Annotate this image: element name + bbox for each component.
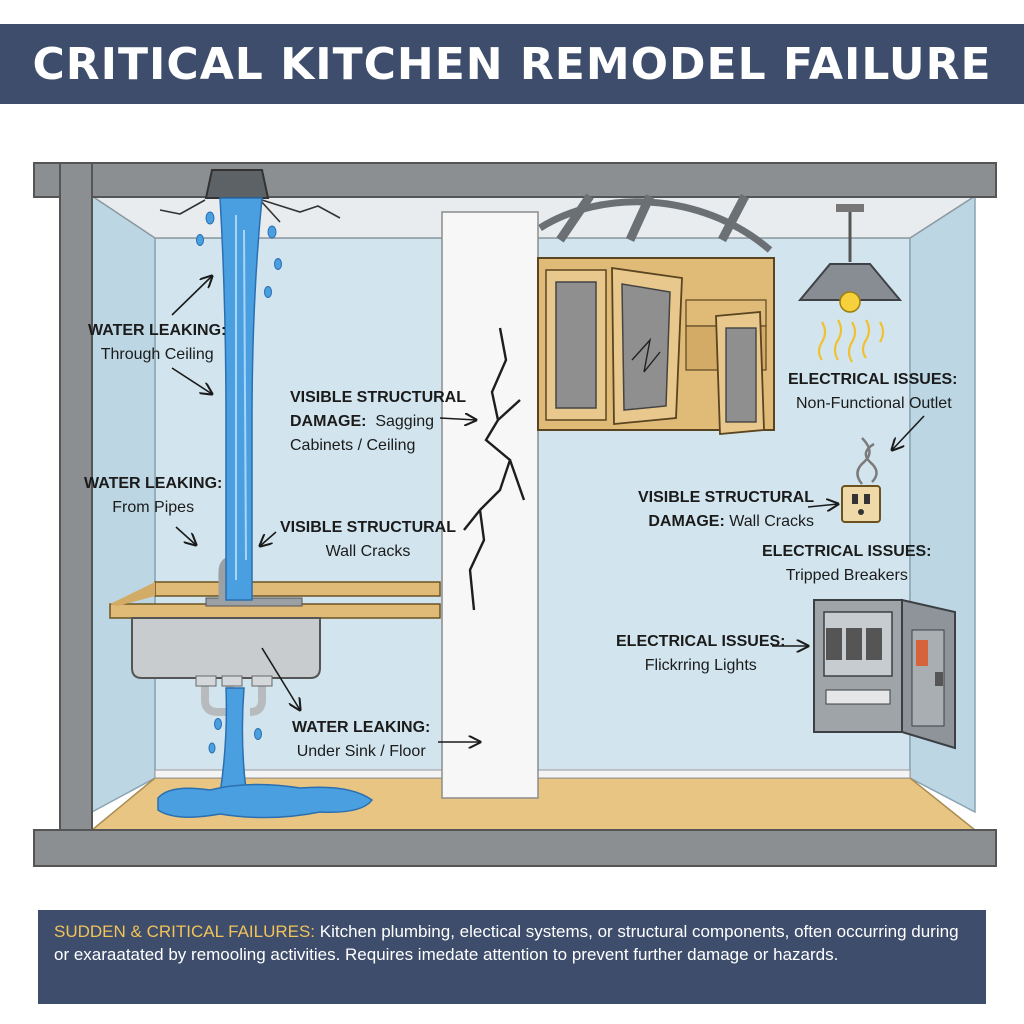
label-structural-wall-right: VISIBLE STRUCTURAL DAMAGE: Wall Cracks bbox=[638, 486, 814, 534]
summary-text: Kitchen plumbing, electical systems, or … bbox=[54, 922, 959, 964]
label-head: ELECTRICAL ISSUES: bbox=[788, 371, 958, 388]
label-water-pipes: WATER LEAKING: From Pipes bbox=[84, 472, 222, 520]
label-head: ELECTRICAL ISSUES: bbox=[616, 633, 786, 650]
label-text: Flickrring Lights bbox=[644, 657, 757, 674]
label-structural-sagging: VISIBLE STRUCTURAL DAMAGE: Sagging Cabin… bbox=[290, 386, 466, 458]
title-banner: CRITICAL KITCHEN REMODEL FAILURE bbox=[0, 24, 1024, 104]
column-crack bbox=[463, 327, 526, 611]
label-head: VISIBLE STRUCTURAL bbox=[290, 389, 466, 406]
counter-top bbox=[154, 581, 441, 597]
cracked-column bbox=[441, 211, 539, 799]
sink-basin bbox=[131, 617, 321, 679]
label-text: Tripped Breakers bbox=[785, 567, 908, 584]
ceiling-crack bbox=[159, 199, 341, 223]
water-puddle bbox=[157, 783, 374, 819]
smoke bbox=[856, 437, 878, 485]
label-head: VISIBLE STRUCTURAL bbox=[280, 519, 456, 536]
broken-joist bbox=[718, 193, 749, 243]
label-text: Under Sink / Floor bbox=[296, 743, 426, 760]
label-head: VISIBLE STRUCTURAL bbox=[638, 489, 814, 506]
label-head-2: DAMAGE: bbox=[648, 513, 725, 530]
label-text: Non-Functional Outlet bbox=[796, 395, 952, 412]
label-electrical-outlet: ELECTRICAL ISSUES: Non-Functional Outlet bbox=[788, 368, 958, 416]
water-stream bbox=[219, 197, 263, 601]
label-text: Sagging bbox=[375, 413, 435, 430]
callout-arrows bbox=[171, 276, 925, 742]
label-text: From Pipes bbox=[112, 499, 195, 516]
label-head-2: DAMAGE: bbox=[290, 413, 367, 430]
label-head: ELECTRICAL ISSUES: bbox=[762, 543, 932, 560]
label-text: Wall Cracks bbox=[325, 543, 411, 560]
page-title: CRITICAL KITCHEN REMODEL FAILURE bbox=[32, 38, 992, 90]
label-electrical-breakers: ELECTRICAL ISSUES: Tripped Breakers bbox=[762, 540, 932, 588]
water-drops bbox=[196, 211, 282, 754]
counter-front bbox=[109, 603, 441, 619]
label-text-2: Cabinets / Ceiling bbox=[290, 437, 416, 454]
label-head: WATER LEAKING: bbox=[84, 475, 223, 492]
outlet bbox=[841, 485, 881, 523]
broken-joist bbox=[625, 194, 655, 242]
label-electrical-lights: ELECTRICAL ISSUES: Flickrring Lights bbox=[616, 630, 786, 678]
summary-footer: SUDDEN & CRITICAL FAILURES: Kitchen plum… bbox=[38, 910, 986, 1004]
label-structural-wall-left: VISIBLE STRUCTURAL Wall Cracks bbox=[280, 516, 456, 564]
frame-bottom bbox=[33, 829, 997, 867]
flicker-lines bbox=[817, 319, 885, 363]
label-text: Through Ceiling bbox=[100, 346, 214, 363]
label-head: WATER LEAKING: bbox=[88, 322, 227, 339]
summary-highlight: SUDDEN & CRITICAL FAILURES: bbox=[54, 922, 316, 941]
label-water-sink: WATER LEAKING: Under Sink / Floor bbox=[292, 716, 430, 764]
label-text: Wall Cracks bbox=[729, 513, 814, 530]
broken-joist bbox=[556, 193, 594, 243]
label-water-ceiling: WATER LEAKING: Through Ceiling bbox=[88, 319, 226, 367]
label-head: WATER LEAKING: bbox=[292, 719, 431, 736]
frame-top bbox=[33, 162, 997, 198]
pendant-light bbox=[797, 263, 903, 301]
ceiling-hole bbox=[204, 169, 270, 199]
light-bulb bbox=[839, 291, 861, 313]
